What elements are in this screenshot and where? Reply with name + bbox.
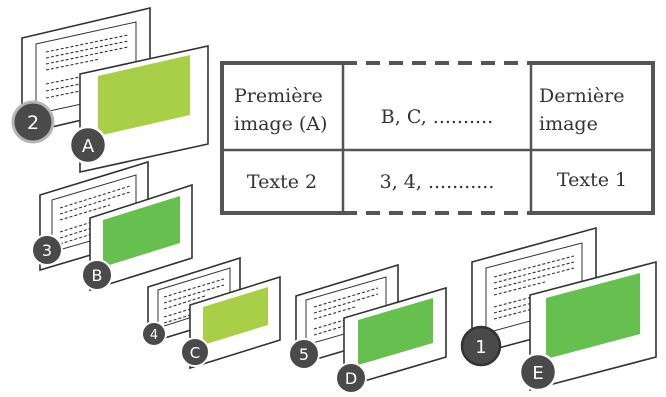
cell-middle-images: B, C, .......... <box>381 106 493 128</box>
badge-letter-label: E <box>532 363 543 384</box>
cell-text-2: Texte 2 <box>247 171 317 193</box>
badge-number-label: 2 <box>27 112 39 134</box>
badge-number-circle: 2 <box>11 100 55 144</box>
badge-number-circle: 4 <box>141 321 167 347</box>
badge-number-circle: 3 <box>31 234 63 266</box>
badge-number-label: 4 <box>150 328 158 343</box>
badge-number-circle: 5 <box>288 338 320 370</box>
slide-stack-c: 4 C <box>141 256 281 370</box>
cell-first-image-line-2: image (A) <box>234 113 327 135</box>
badge-letter-circle: B <box>81 259 113 291</box>
badge-letter-circle: A <box>68 125 108 165</box>
badge-letter-label: A <box>82 136 95 157</box>
green-image-rect <box>98 55 190 136</box>
badge-letter-circle: E <box>518 352 558 392</box>
green-image-rect <box>546 273 640 359</box>
table-outline <box>220 61 655 215</box>
cell-last-image-line-2: image <box>539 113 598 135</box>
cell-last-image: Dernière image <box>539 85 631 135</box>
slide-stack-d: 5 D <box>288 263 447 394</box>
badge-number-label: 3 <box>42 241 52 260</box>
green-image-rect <box>203 287 268 345</box>
badge-letter-circle: C <box>180 337 210 367</box>
badge-number-circle: 1 <box>460 325 502 367</box>
badge-letter-label: C <box>190 344 200 362</box>
green-image-rect <box>358 298 433 365</box>
cell-middle-texts: 3, 4, ........... <box>380 171 495 193</box>
cell-first-image: Première image (A) <box>234 85 329 135</box>
cell-last-image-line-1: Dernière <box>539 85 624 107</box>
slide-stack-b: 3 B <box>31 160 193 292</box>
cell-first-image-line-1: Première <box>234 85 323 107</box>
slide-stack-e: 1 E <box>460 226 657 392</box>
badge-letter-circle: D <box>335 362 367 394</box>
slide-stack-a: 2 A <box>11 6 209 173</box>
badge-letter-label: B <box>92 266 103 285</box>
order-table: Première image (A) B, C, .......... Dern… <box>220 61 655 215</box>
badge-number-label: 1 <box>475 337 486 358</box>
badge-number-label: 5 <box>299 345 309 364</box>
badge-letter-label: D <box>345 369 357 388</box>
cell-text-1: Texte 1 <box>557 169 627 191</box>
green-image-rect <box>103 196 180 267</box>
